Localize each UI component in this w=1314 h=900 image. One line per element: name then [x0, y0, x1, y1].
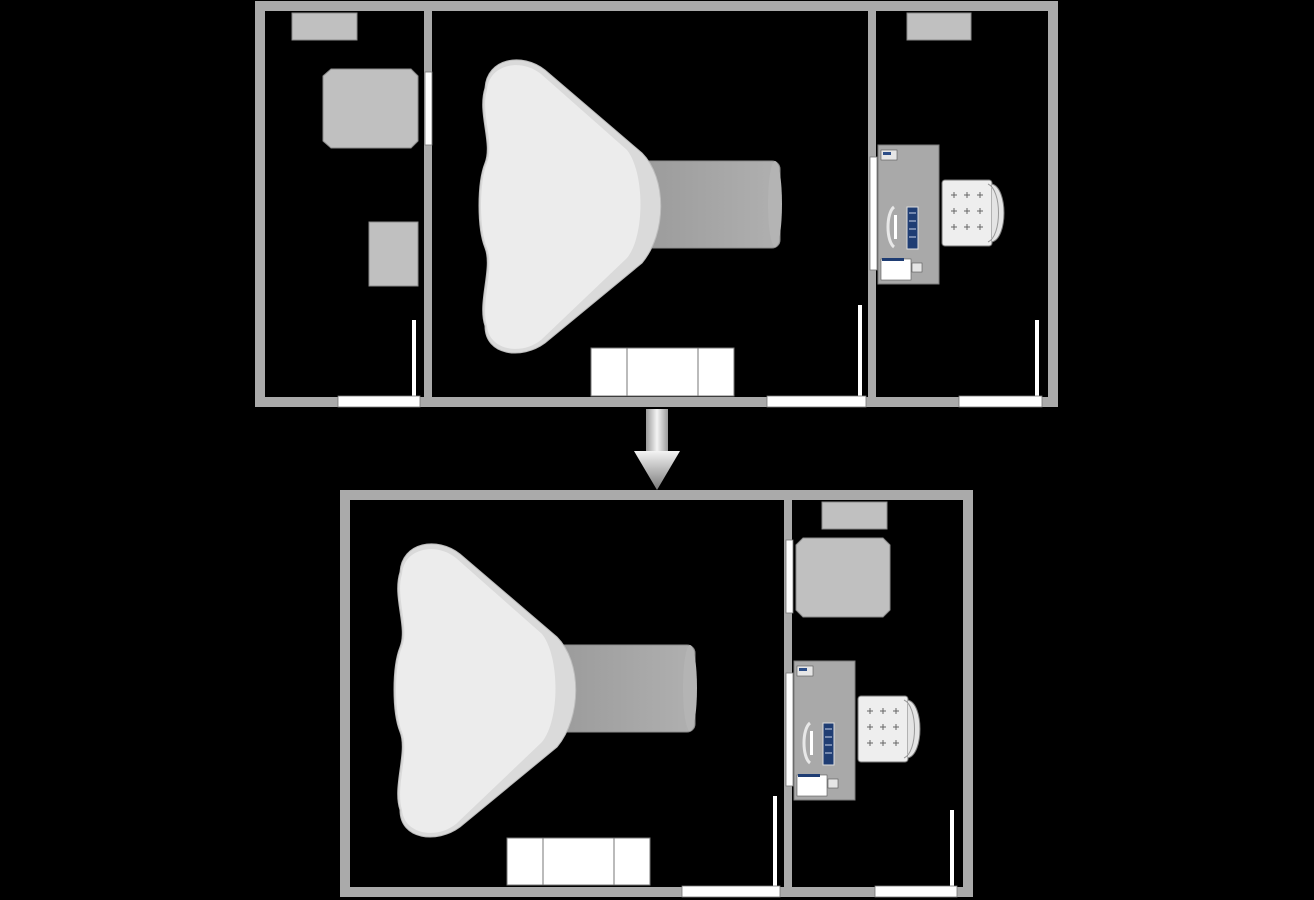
cabinet-icon	[590, 347, 735, 397]
wall-shelf	[821, 501, 888, 530]
equipment-box	[368, 221, 419, 287]
door-swing-line	[1035, 320, 1039, 398]
control-room	[869, 12, 1043, 408]
door-icon[interactable]	[958, 395, 1043, 408]
bottom-floor-plan	[340, 490, 973, 898]
mri-scanner-icon	[393, 543, 698, 838]
wall-panel	[424, 71, 433, 146]
wall-shelf	[291, 12, 358, 41]
door-icon[interactable]	[874, 885, 958, 898]
wall-panel	[785, 672, 794, 787]
door-icon[interactable]	[337, 395, 421, 408]
door-swing-line	[950, 810, 954, 888]
wall-panel	[869, 156, 878, 271]
arrow-down-icon	[634, 409, 680, 490]
door-swing-line	[412, 320, 416, 400]
door-swing-line	[858, 305, 862, 398]
scanner-room	[393, 543, 781, 898]
wall-shelf	[906, 12, 972, 41]
equipment-cabinet	[322, 68, 419, 149]
door-swing-line	[773, 796, 777, 888]
desk-icon	[792, 659, 922, 802]
wall-panel	[785, 539, 794, 614]
control-room	[785, 501, 958, 898]
door-icon[interactable]	[681, 885, 781, 898]
outer-wall	[340, 490, 973, 897]
equipment-room	[291, 12, 433, 408]
outer-wall	[255, 1, 1058, 407]
cabinet-icon	[506, 837, 651, 886]
desk-icon	[876, 143, 1006, 286]
top-floor-plan	[255, 1, 1058, 408]
interior-wall	[424, 6, 432, 402]
scanner-room	[478, 59, 867, 408]
equipment-cabinet	[795, 537, 891, 618]
door-icon[interactable]	[766, 395, 867, 408]
mri-scanner-icon	[478, 59, 783, 354]
